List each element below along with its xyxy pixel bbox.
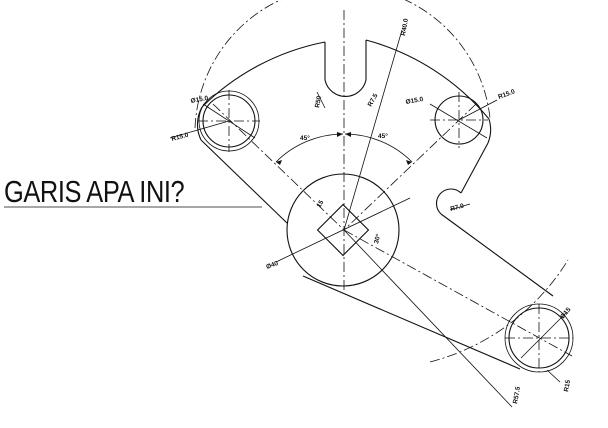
left-end-arc [196,106,203,141]
dim-main-diameter: Ø40 [265,260,279,271]
angle-arc-left [275,133,344,163]
arm-top-edge [440,213,554,297]
angle-arrow-4 [406,160,412,165]
question-label: GARIS APA INI? [4,174,185,209]
angle-arrow-2 [337,132,343,137]
leader-right-outer [458,99,498,121]
notch-arc [435,188,462,215]
dim-bottom-hole: Ø15 [559,306,573,320]
arm-lower-edge [302,275,521,370]
leader-notch [449,203,471,211]
leader-bottom-line [343,229,513,408]
center-line-arm [343,229,573,357]
center-line-right [343,103,477,231]
top-slot [324,40,367,97]
dim-bottom-outer: R15 [563,379,572,392]
dim-top-center: R40.0 [400,18,410,37]
dim-slot-vertical: R50 [314,95,323,108]
leader-bottom-hole [520,311,568,359]
angle-arc-right [344,133,413,163]
leader-bottom-outer [546,369,561,383]
center-line-left [212,103,345,231]
dim-left-outer: R15.0 [171,132,190,143]
dim-small-angle: 30° [372,233,382,245]
hub-circle [286,173,400,287]
angle-arrow-1 [276,160,282,165]
angle-left-label: 45° [300,134,310,142]
dim-square: 15 [316,199,326,209]
leader-slot-vertical [316,91,326,109]
leader-top-center [343,29,403,231]
dim-left-hole: Ø15.0 [190,95,209,105]
angle-right-label: 45° [378,132,388,140]
right-end-arc [487,118,492,144]
dim-notch: R7.0 [450,203,465,213]
leader-main-dia [275,197,411,263]
leader-left-outer [169,120,230,139]
dim-right-outer: R15.0 [497,88,516,101]
dim-slot-width: R7.5 [367,92,380,108]
arm-arc-centerline [429,259,569,363]
left-flank [200,139,288,224]
leader-right-hole [429,103,488,139]
angle-arrow-3 [345,132,351,137]
dim-bottom-line: R57.5 [512,386,522,405]
bolt-circle [194,0,491,129]
right-flank [460,142,489,194]
outer-arc-right [365,39,490,120]
dim-right-hole: Ø15.0 [405,96,424,106]
outer-arc [201,41,326,108]
